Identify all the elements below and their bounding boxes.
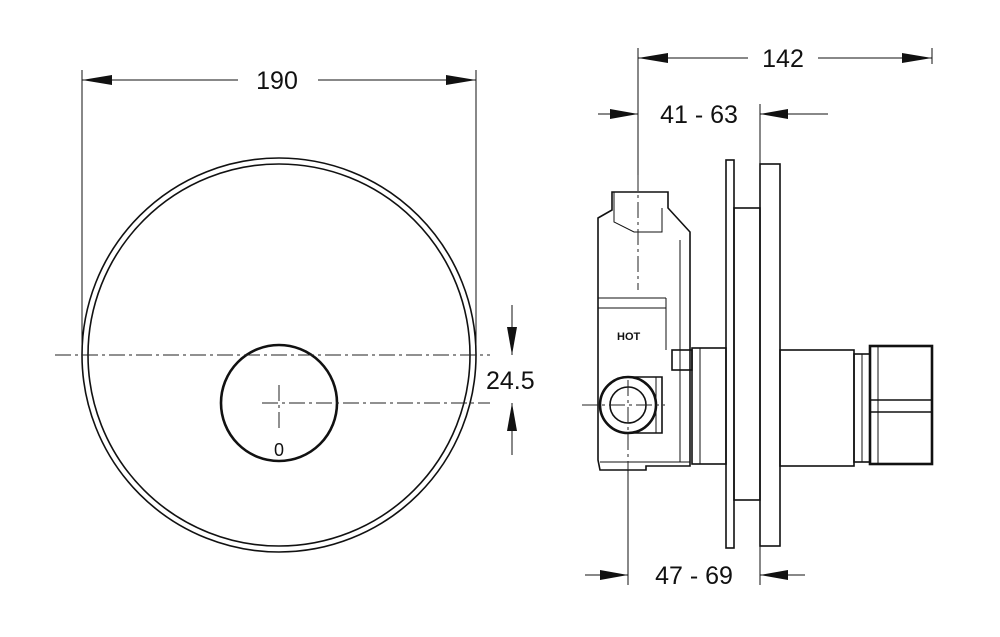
front-width-arrow-left — [82, 75, 112, 85]
mounting-box-body — [597, 191, 691, 471]
upper-range-arrow-left — [610, 109, 638, 119]
front-view: 0 190 24.5 — [55, 67, 535, 553]
wall-plate-collar — [733, 207, 761, 501]
side-total-label: 142 — [762, 45, 804, 73]
knob-head — [868, 344, 934, 466]
side-total-arrow-right — [902, 53, 932, 63]
lower-range-arrow-right — [760, 570, 788, 580]
lower-range-label: 47 - 69 — [655, 562, 733, 590]
offset-label: 24.5 — [486, 367, 535, 395]
knob-stem — [779, 349, 855, 467]
mounting-box-top-notch — [613, 192, 663, 233]
inlet-fitting-collar — [628, 376, 663, 434]
front-width-arrow-right — [446, 75, 476, 85]
spindle-body — [691, 347, 727, 465]
cover-plate-side — [759, 163, 781, 547]
hot-label: HOT — [617, 331, 641, 343]
front-width-label: 190 — [256, 67, 298, 95]
side-view: HOT 142 — [582, 45, 934, 590]
lower-range-arrow-left — [600, 570, 628, 580]
wall-plate-back — [725, 159, 735, 549]
side-total-arrow-left — [638, 53, 668, 63]
offset-arrow-upper — [507, 327, 517, 355]
offset-arrow-lower — [507, 403, 517, 431]
upper-range-label: 41 - 63 — [660, 101, 738, 129]
upper-range-arrow-right — [760, 109, 788, 119]
mounting-box-clip — [671, 349, 693, 371]
knob-mark: 0 — [274, 440, 284, 460]
